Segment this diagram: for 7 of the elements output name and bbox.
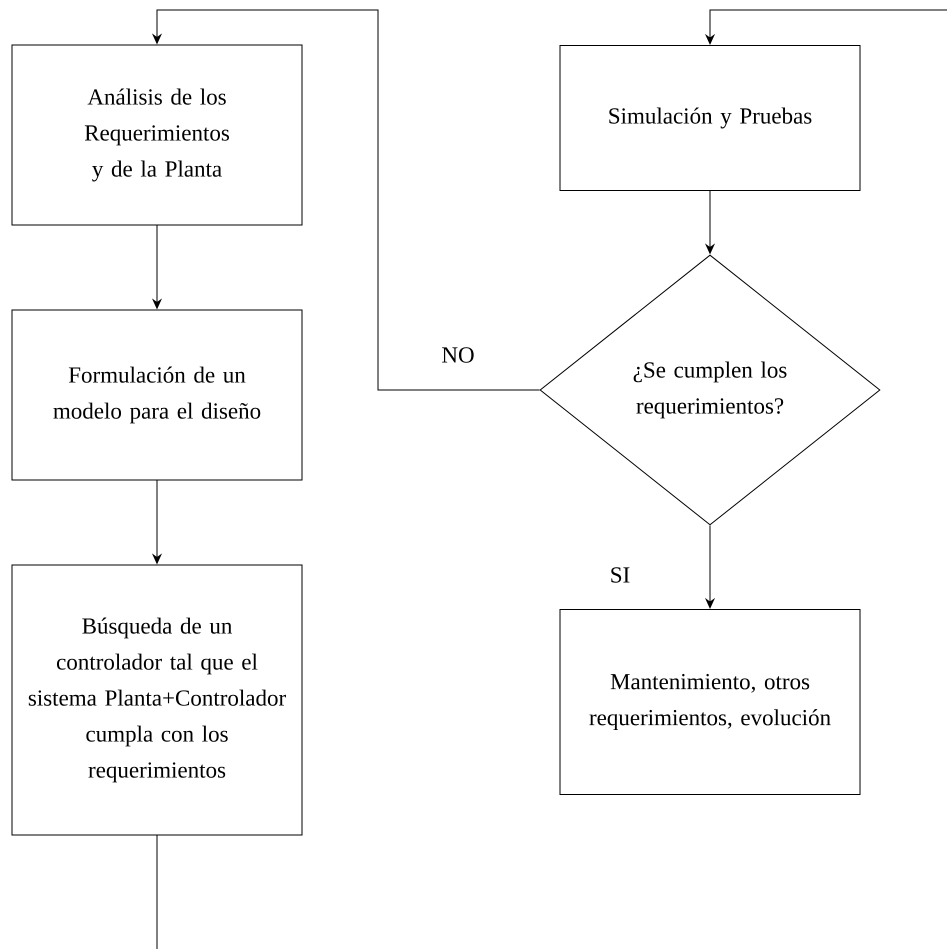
edge-label: SI [608, 565, 632, 585]
process-box: Simulación y Pruebas [560, 44, 860, 191]
process-box: Búsqueda de un controlador tal que el sistema Planta+Controlador cumpla con los requerimientos [12, 564, 302, 836]
process-box: Formulación de un modelo para el diseño [12, 310, 302, 480]
process-box: Análisis de los Requerimientos y de la Planta [12, 44, 302, 226]
process-box: Mantenimiento, otros requerimientos, evolución [560, 609, 860, 795]
edge-label: NO [439, 345, 477, 365]
